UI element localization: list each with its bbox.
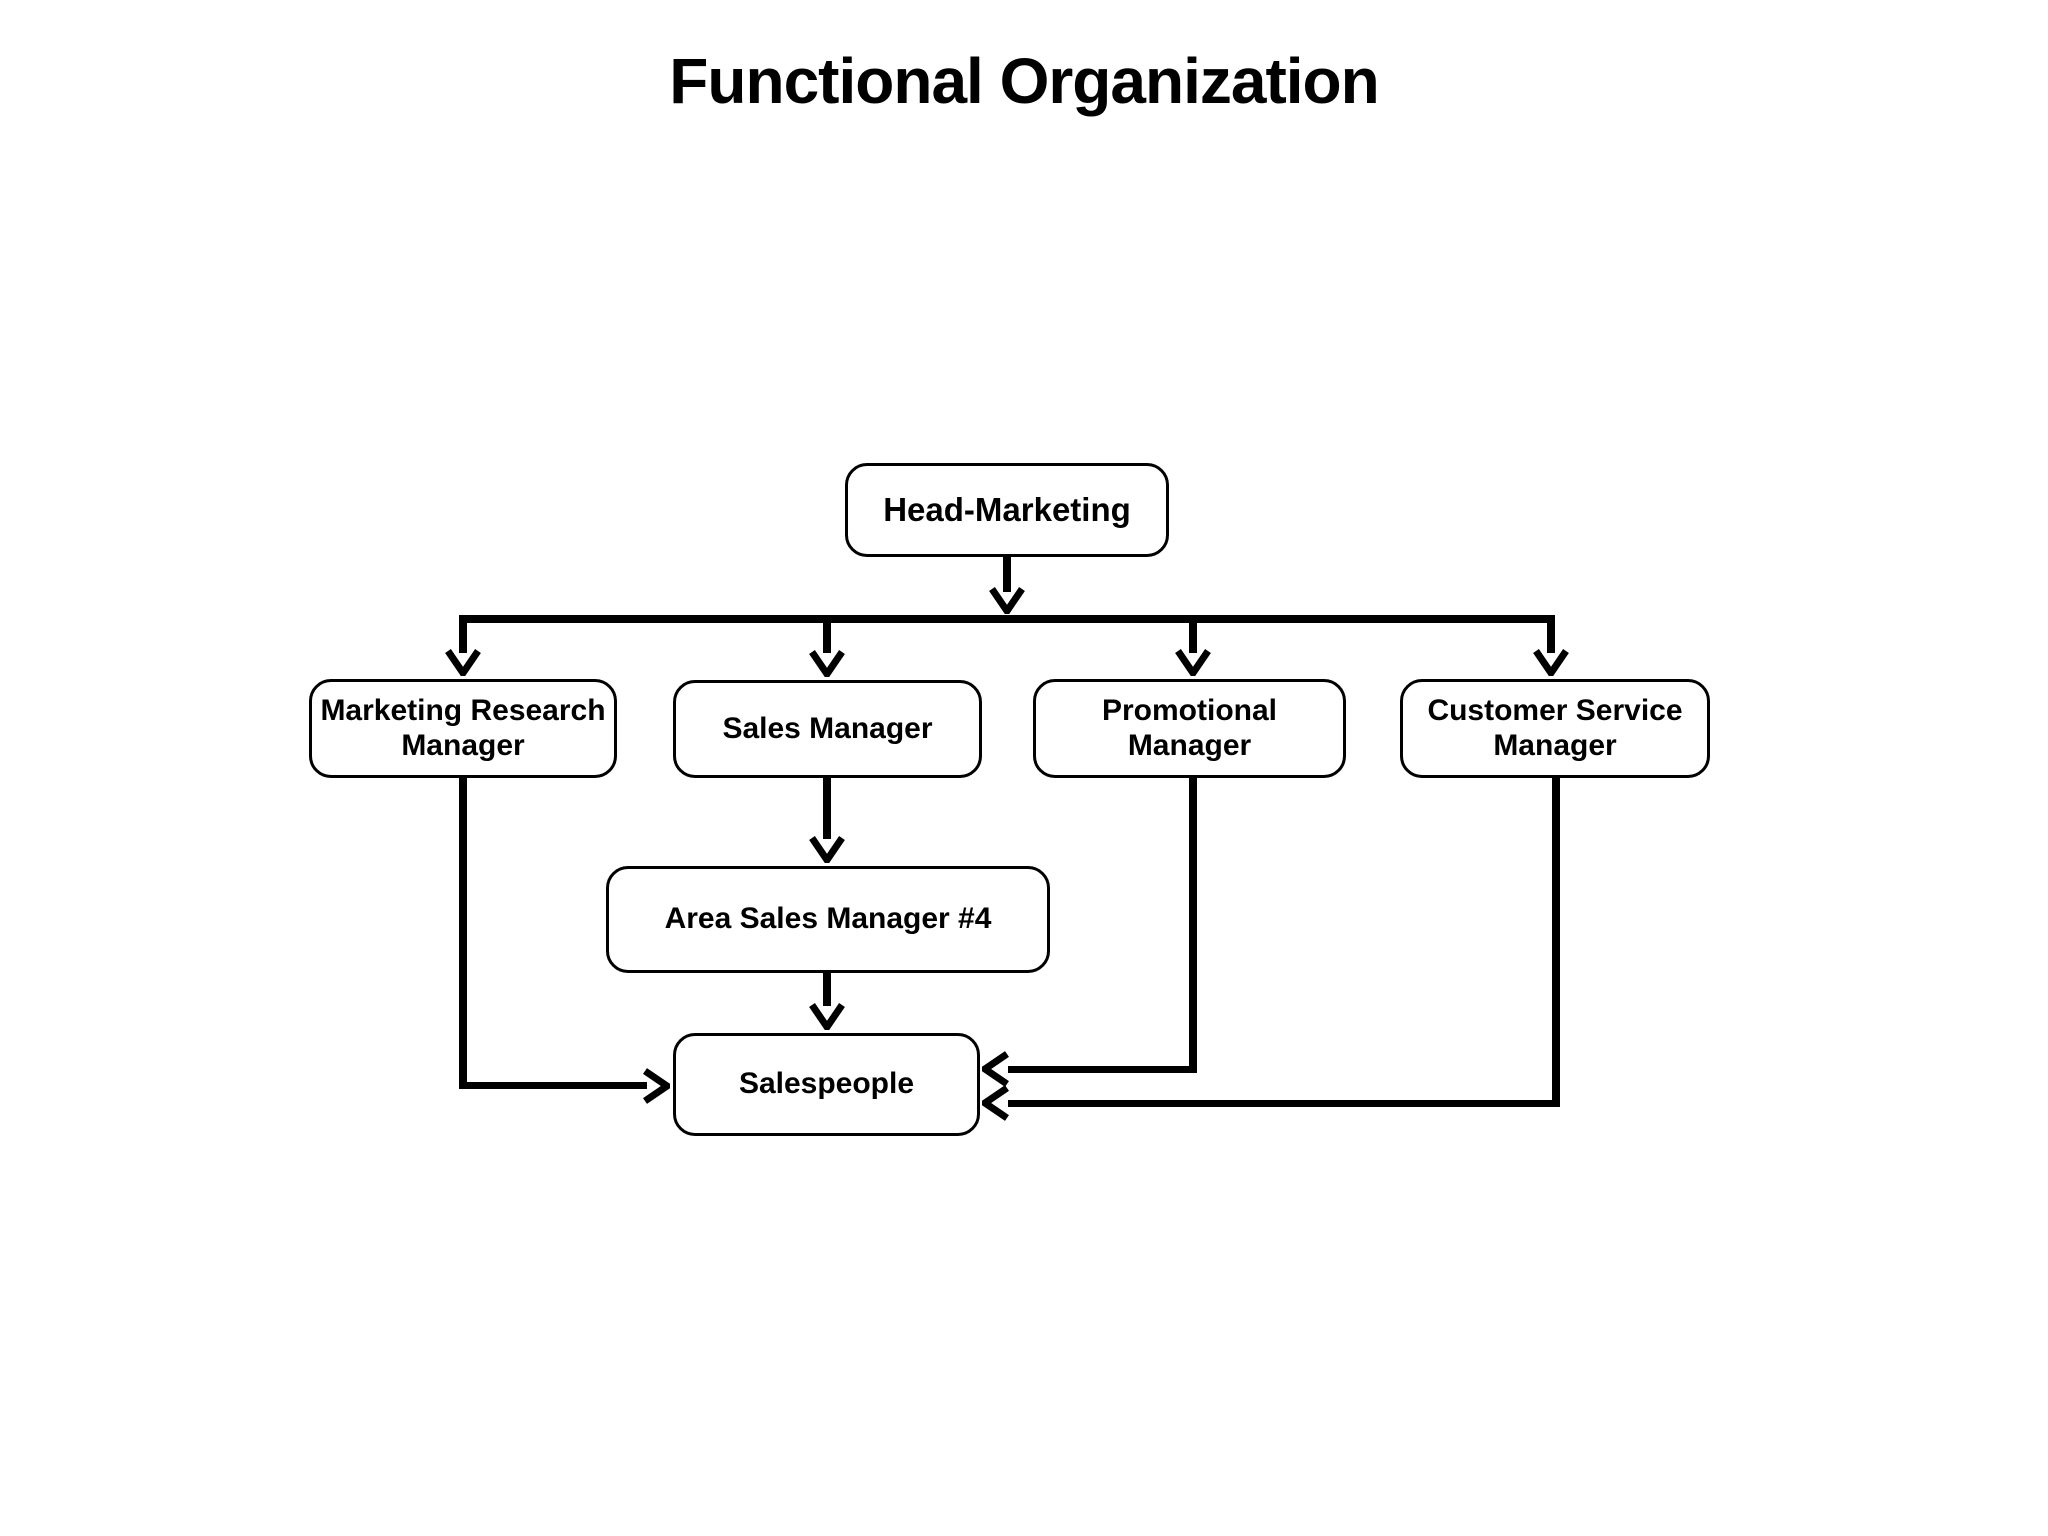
arrowhead-down-icon (809, 835, 845, 863)
node-head-marketing: Head-Marketing (845, 463, 1169, 557)
edge-rail-to-marketing-research-line (459, 615, 467, 653)
page-title: Functional Organization (669, 45, 1379, 117)
node-promotional-manager-label: Promotional Manager (1101, 694, 1277, 762)
edge-customer-service-to-salespeople-vline (1552, 777, 1560, 1106)
node-promotional-manager: Promotional Manager (1033, 679, 1346, 778)
distribution-rail-line (459, 615, 1555, 623)
arrowhead-down-icon (445, 648, 481, 676)
edge-marketing-research-to-salespeople-vline (459, 777, 467, 1089)
node-customer-service-manager: Customer Service Manager (1400, 679, 1710, 778)
edge-promotional-to-salespeople-hline (1008, 1066, 1197, 1073)
node-customer-service-manager-label: Customer Service Manager (1427, 694, 1683, 762)
edge-customer-service-to-salespeople-hline (1008, 1100, 1560, 1107)
edge-marketing-research-to-salespeople-hline (459, 1082, 647, 1089)
edge-rail-to-sales-manager-line (823, 615, 831, 653)
edge-promotional-to-salespeople-vline (1189, 777, 1197, 1072)
arrowhead-left-icon (982, 1051, 1010, 1087)
node-head-marketing-label: Head-Marketing (883, 491, 1131, 529)
edge-head-to-rail-line (1003, 556, 1011, 592)
node-salespeople-label: Salespeople (738, 1067, 915, 1101)
edge-area-to-salespeople-line (823, 971, 831, 1006)
arrowhead-down-icon (809, 1002, 845, 1030)
node-marketing-research-manager-label: Marketing Research Manager (320, 694, 606, 762)
arrowhead-right-icon (642, 1068, 670, 1104)
arrowhead-down-icon (989, 586, 1025, 614)
arrowhead-down-icon (809, 649, 845, 677)
edge-rail-to-customer-service-line (1547, 615, 1555, 653)
node-area-sales-manager: Area Sales Manager #4 (606, 866, 1050, 973)
arrowhead-down-icon (1533, 648, 1569, 676)
arrowhead-down-icon (1175, 648, 1211, 676)
node-sales-manager-label: Sales Manager (722, 711, 933, 745)
node-salespeople: Salespeople (673, 1033, 980, 1136)
node-area-sales-manager-label: Area Sales Manager #4 (664, 902, 992, 936)
node-marketing-research-manager: Marketing Research Manager (309, 679, 617, 778)
edge-sales-to-area-line (823, 777, 831, 839)
node-sales-manager: Sales Manager (673, 680, 982, 778)
edge-rail-to-promotional-line (1189, 615, 1197, 653)
arrowhead-left-icon (982, 1085, 1010, 1121)
